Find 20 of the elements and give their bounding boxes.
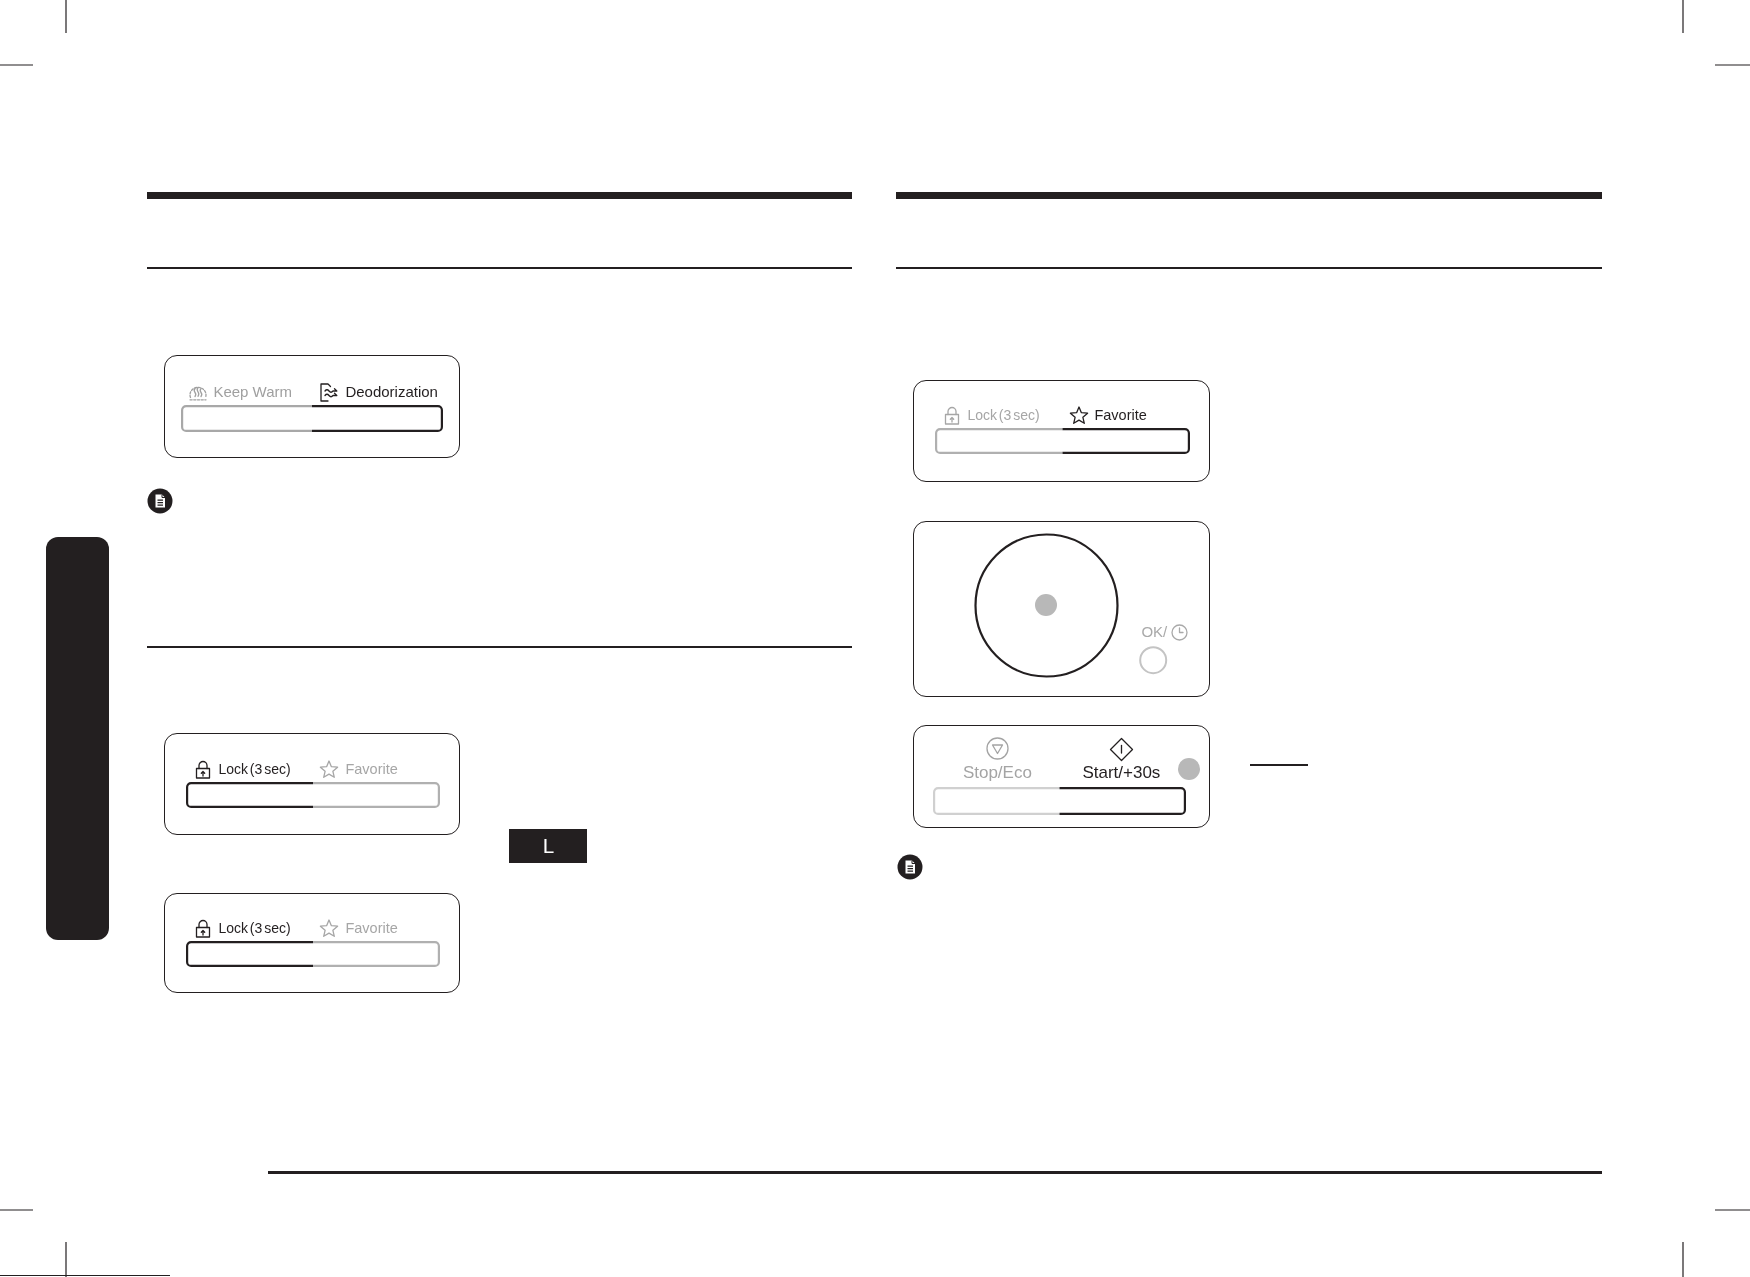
- control-panel: [913, 521, 1210, 697]
- control-panel: [913, 380, 1210, 482]
- key-label: Favorite: [1094, 407, 1147, 424]
- control-panel: [164, 893, 460, 993]
- key-label: Favorite: [345, 761, 398, 778]
- key-label: Lock (3 sec): [967, 407, 1040, 424]
- key-label: Start/+30s: [1082, 763, 1161, 784]
- display-screen: [509, 829, 587, 863]
- control-panel: [164, 355, 460, 458]
- control-panel: [164, 733, 460, 835]
- key-label: Keep Warm: [213, 383, 293, 401]
- key-label: OK/: [1141, 623, 1168, 641]
- display-text: L: [542, 834, 554, 858]
- key-label: Deodorization: [345, 383, 438, 401]
- key-label: Stop/Eco: [962, 763, 1032, 784]
- key-label: Lock (3 sec): [218, 761, 291, 778]
- side-tab: [46, 537, 109, 940]
- control-panel: [913, 725, 1210, 828]
- key-label: Lock (3 sec): [218, 920, 291, 937]
- key-label: Favorite: [345, 920, 398, 937]
